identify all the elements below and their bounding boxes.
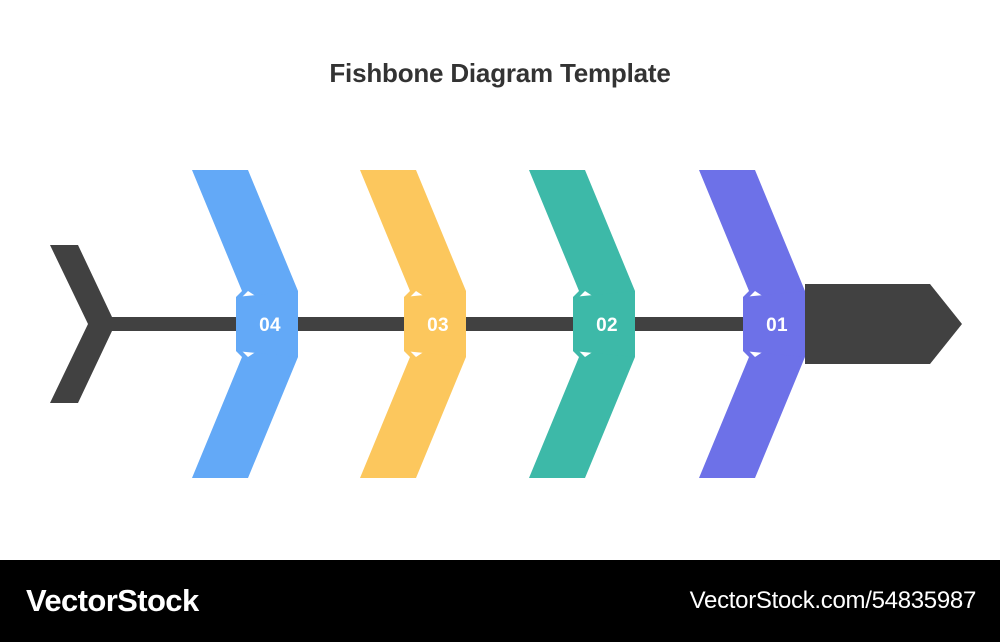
fishbone-branch-02-hub [573, 291, 635, 357]
fishbone-branch-04-label: 04 [259, 315, 281, 336]
fish-head-shape [805, 284, 962, 364]
fishbone-branch-03[interactable]: 03 [360, 170, 466, 478]
fishbone-branch-03-hub [404, 291, 466, 357]
vectorstock-logo: VectorStock [26, 583, 199, 618]
page-title: Fishbone Diagram Template [329, 58, 671, 88]
fishbone-branch-03-shape[interactable] [360, 170, 466, 478]
fishbone-branch-01-hub [743, 291, 805, 357]
fishbone-branch-02-label: 02 [596, 315, 618, 336]
fishbone-branch-03-label: 03 [427, 315, 449, 336]
fishbone-branch-01[interactable]: 01 [699, 170, 805, 478]
fishbone-branch-04-hub [236, 291, 298, 357]
fishbone-diagram-graphic: 04 03 02 01 [50, 170, 962, 478]
fishbone-branch-02[interactable]: 02 [529, 170, 635, 478]
fishbone-branch-01-shape[interactable] [699, 170, 805, 478]
vectorstock-url: VectorStock.com/54835987 [689, 587, 977, 614]
fishbone-branch-02-shape[interactable] [529, 170, 635, 478]
fishbone-branch-04[interactable]: 04 [192, 170, 298, 478]
diagram-canvas: Fishbone Diagram Template 04 03 [50, 58, 962, 478]
fishbone-branch-01-label: 01 [766, 315, 788, 336]
fish-tail-shape [50, 245, 112, 403]
watermark-footer: VectorStock VectorStock.com/54835987 [0, 560, 1000, 642]
fishbone-branch-04-shape[interactable] [192, 170, 298, 478]
